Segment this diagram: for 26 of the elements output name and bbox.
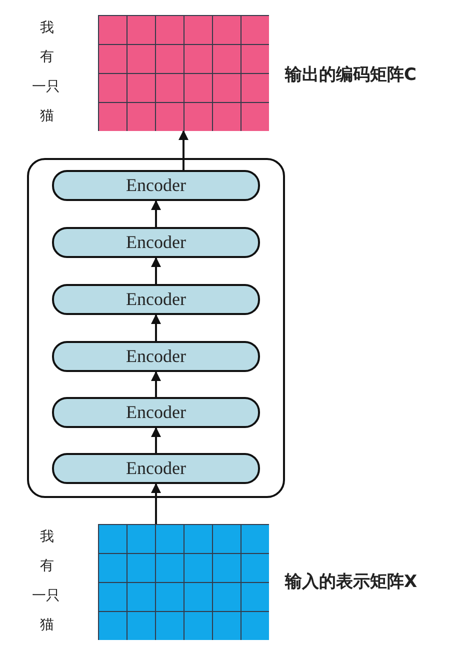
token-label: 有 xyxy=(40,48,54,66)
arrow xyxy=(151,427,161,453)
encoder-box: Encoder xyxy=(52,227,260,258)
token-label: 我 xyxy=(40,19,54,37)
matrix-caption: 输出的编码矩阵C xyxy=(285,64,416,86)
encoder-stack-frame xyxy=(27,158,285,498)
token-label: 一只 xyxy=(32,587,60,605)
arrow xyxy=(178,130,188,170)
token-label: 猫 xyxy=(40,616,54,634)
arrow xyxy=(151,257,161,284)
matrix-grid xyxy=(98,15,269,131)
encoder-box: Encoder xyxy=(52,341,260,372)
arrow xyxy=(151,200,161,227)
token-label: 猫 xyxy=(40,107,54,125)
encoder-box: Encoder xyxy=(52,453,260,484)
token-label: 我 xyxy=(40,528,54,546)
encoder-box: Encoder xyxy=(52,170,260,201)
arrow xyxy=(151,371,161,397)
token-label: 一只 xyxy=(32,78,60,96)
matrix-grid xyxy=(98,524,269,640)
arrow xyxy=(151,314,161,341)
matrix-caption: 输入的表示矩阵X xyxy=(285,571,418,593)
encoder-box: Encoder xyxy=(52,284,260,315)
encoder-box: Encoder xyxy=(52,397,260,428)
arrow xyxy=(151,483,161,524)
token-label: 有 xyxy=(40,557,54,575)
